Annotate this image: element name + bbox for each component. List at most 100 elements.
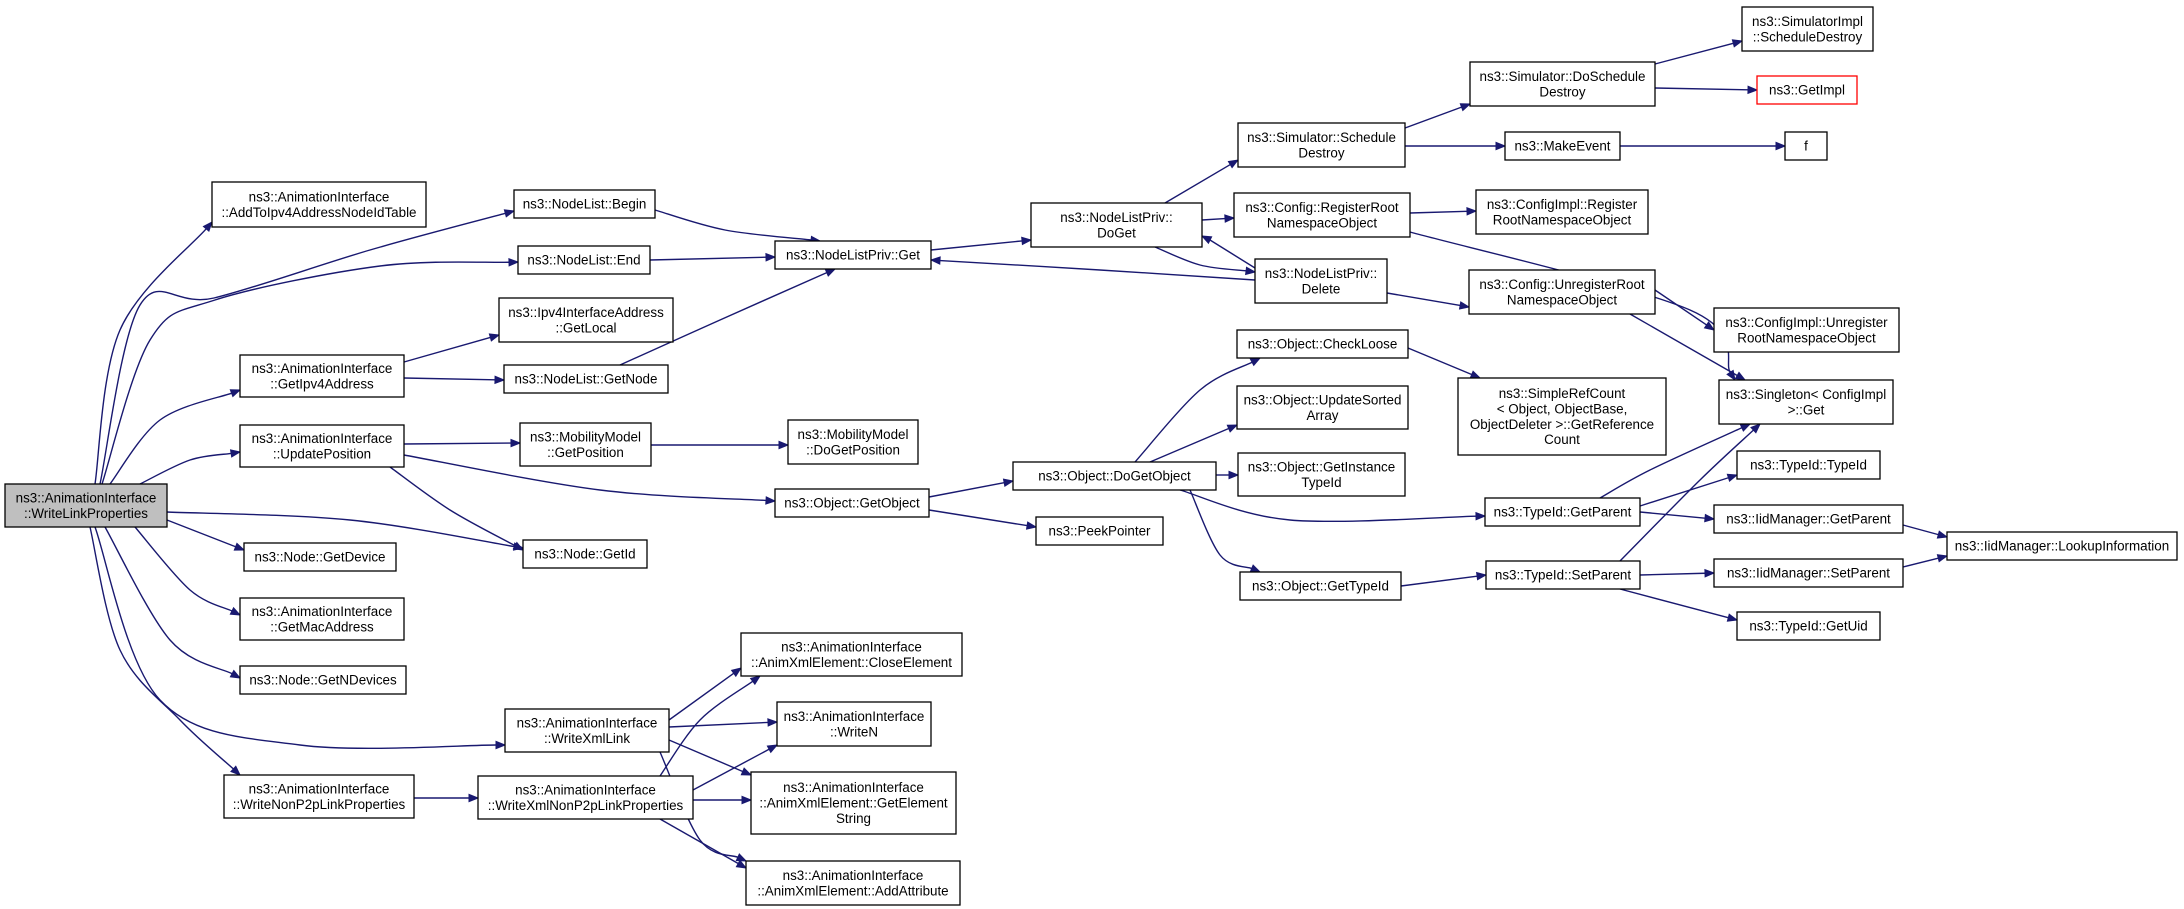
node-getMac[interactable]: ns3::AnimationInterface::GetMacAddress xyxy=(239,597,405,641)
node-box xyxy=(504,708,670,753)
node-label: ns3::NodeListPriv::Get xyxy=(786,248,920,263)
arrowhead-icon xyxy=(233,542,246,551)
node-updatePos[interactable]: ns3::AnimationInterface::UpdatePosition xyxy=(239,424,405,468)
node-iidLookup[interactable]: ns3::IidManager::LookupInformation xyxy=(1946,531,2178,561)
node-tidSetParent[interactable]: ns3::TypeId::SetParent xyxy=(1485,560,1641,590)
arrowhead-icon xyxy=(1703,321,1716,331)
node-mmDoGetPos[interactable]: ns3::MobilityModel::DoGetPosition xyxy=(787,419,919,465)
node-objGetObject[interactable]: ns3::Object::GetObject xyxy=(774,488,930,518)
node-label: ns3::IidManager::GetParent xyxy=(1726,512,1891,527)
node-box xyxy=(239,665,407,695)
edge-writeXmlLink-to-addAttr xyxy=(659,751,748,862)
node-box xyxy=(1233,192,1411,238)
node-writeXmlLink[interactable]: ns3::AnimationInterface::WriteXmlLink xyxy=(504,708,670,753)
node-box xyxy=(498,297,674,343)
node-label: ns3::ConfigImpl::Unregister xyxy=(1725,315,1888,330)
node-nlGetNode[interactable]: ns3::NodeList::GetNode xyxy=(503,364,669,394)
node-closeElem[interactable]: ns3::AnimationInterface::AnimXmlElement:… xyxy=(740,632,963,677)
node-cfgImplReg[interactable]: ns3::ConfigImpl::RegisterRootNamespaceOb… xyxy=(1475,189,1649,235)
node-label: ns3::AnimationInterface xyxy=(515,782,656,797)
node-nlEnd[interactable]: ns3::NodeList::End xyxy=(517,245,651,275)
node-mmGetPos[interactable]: ns3::MobilityModel::GetPosition xyxy=(519,422,652,467)
node-simSchedDestroy[interactable]: ns3::Simulator::ScheduleDestroy xyxy=(1237,122,1406,168)
call-nodes: ns3::AnimationInterface::WriteLinkProper… xyxy=(4,6,2178,906)
node-label: ns3::NodeList::GetNode xyxy=(515,372,658,387)
edge-root-to-getDevice xyxy=(166,519,246,551)
arrowhead-icon xyxy=(1025,521,1038,530)
node-addIpv4[interactable]: ns3::AnimationInterface::AddToIpv4Addres… xyxy=(211,181,427,228)
edge-objDoGetObject-to-objGetTypeId xyxy=(1189,489,1262,573)
node-f[interactable]: f xyxy=(1784,131,1828,161)
node-nlpDoGet[interactable]: ns3::NodeListPriv::DoGet xyxy=(1030,202,1203,248)
node-label: TypeId xyxy=(1301,475,1341,490)
node-label: Array xyxy=(1307,408,1339,423)
node-tidGetParent[interactable]: ns3::TypeId::GetParent xyxy=(1484,497,1641,527)
edge-cfgUnreg-to-cfgImplUnreg xyxy=(1654,289,1716,331)
node-label: ns3::TypeId::SetParent xyxy=(1495,568,1632,583)
node-writeN[interactable]: ns3::AnimationInterface::WriteN xyxy=(776,701,932,747)
arrowhead-icon xyxy=(503,209,516,218)
edge-root-to-nlEnd xyxy=(101,257,520,485)
node-addAttr[interactable]: ns3::AnimationInterface::AnimXmlElement:… xyxy=(745,860,961,906)
node-writeNonP2p[interactable]: ns3::AnimationInterface::WriteNonP2pLink… xyxy=(223,774,415,819)
node-simpleRef[interactable]: ns3::SimpleRefCount< Object, ObjectBase,… xyxy=(1457,377,1667,456)
node-objCheckLoose[interactable]: ns3::Object::CheckLoose xyxy=(1236,329,1409,359)
node-cfgImplUnreg[interactable]: ns3::ConfigImpl::UnregisterRootNamespace… xyxy=(1713,307,1900,353)
node-objDoGetObject[interactable]: ns3::Object::DoGetObject xyxy=(1012,461,1217,491)
node-label: RootNamespaceObject xyxy=(1493,212,1632,227)
node-getNDev[interactable]: ns3::Node::GetNDevices xyxy=(239,665,407,695)
arrowhead-icon xyxy=(740,767,753,776)
edge-iidGetParent-to-iidLookup xyxy=(1902,524,1949,539)
node-nodeGetId[interactable]: ns3::Node::GetId xyxy=(522,539,648,569)
arrowhead-icon xyxy=(1750,423,1761,434)
node-nlBegin[interactable]: ns3::NodeList::Begin xyxy=(513,189,656,219)
node-nlpDelete[interactable]: ns3::NodeListPriv::Delete xyxy=(1254,258,1388,304)
arrowhead-icon xyxy=(508,257,520,267)
edge-nlpGet-to-nlpDoGet xyxy=(930,236,1033,251)
node-tidTypeId[interactable]: ns3::TypeId::TypeId xyxy=(1736,450,1881,480)
node-label: ::WriteN xyxy=(830,724,878,739)
node-label: ::WriteXmlLink xyxy=(544,731,630,746)
node-label: ns3::NodeList::Begin xyxy=(523,197,647,212)
arrowhead-icon xyxy=(495,740,507,750)
node-simImplSched[interactable]: ns3::SimulatorImpl::ScheduleDestroy xyxy=(1741,6,1874,52)
node-singleton[interactable]: ns3::Singleton< ConfigImpl >::Get xyxy=(1718,379,1894,425)
node-iidSetParent[interactable]: ns3::IidManager::SetParent xyxy=(1713,558,1904,588)
arrowhead-icon xyxy=(230,765,241,776)
node-tidGetUid[interactable]: ns3::TypeId::GetUid xyxy=(1736,611,1881,641)
node-root[interactable]: ns3::AnimationInterface::WriteLinkProper… xyxy=(4,483,168,528)
node-peekPtr[interactable]: ns3::PeekPointer xyxy=(1035,516,1164,546)
edge-writeXmlLink-to-writeN xyxy=(668,718,779,728)
node-cfgUnreg[interactable]: ns3::Config::UnregisterRootNamespaceObje… xyxy=(1468,269,1656,315)
node-ipv4Local[interactable]: ns3::Ipv4InterfaceAddress::GetLocal xyxy=(498,297,674,343)
node-box xyxy=(517,245,651,275)
node-label: ns3::Node::GetId xyxy=(534,547,635,562)
node-iidGetParent[interactable]: ns3::IidManager::GetParent xyxy=(1713,504,1904,534)
node-label: ns3::Object::GetObject xyxy=(784,496,920,511)
edge-makeEvent-to-f xyxy=(1620,141,1787,151)
arrowhead-icon xyxy=(1775,141,1787,151)
arrowhead-icon xyxy=(1466,206,1478,216)
node-label: ns3::Singleton< ConfigImpl xyxy=(1726,387,1886,402)
node-writeXmlNonP2p[interactable]: ns3::AnimationInterface::WriteXmlNonP2pL… xyxy=(477,775,694,820)
node-label: >::Get xyxy=(1788,402,1825,417)
arrowhead-icon xyxy=(741,795,753,805)
node-makeEvent[interactable]: ns3::MakeEvent xyxy=(1504,131,1621,161)
edge-root-to-nlBegin xyxy=(99,209,516,485)
node-getImpl[interactable]: ns3::GetImpl xyxy=(1756,75,1858,105)
node-label: ::AnimXmlElement::CloseElement xyxy=(751,655,952,670)
node-objGetTypeId[interactable]: ns3::Object::GetTypeId xyxy=(1239,571,1402,601)
node-getDevice[interactable]: ns3::Node::GetDevice xyxy=(243,542,397,572)
node-nlpGet[interactable]: ns3::NodeListPriv::Get xyxy=(774,240,932,270)
arrowhead-icon xyxy=(1936,530,1949,539)
node-label: ns3::Object::GetInstance xyxy=(1248,459,1395,474)
node-label: NamespaceObject xyxy=(1267,215,1377,230)
node-getElemStr[interactable]: ns3::AnimationInterface::AnimXmlElement:… xyxy=(750,771,957,835)
node-box xyxy=(1457,377,1667,456)
node-getIpv4Addr[interactable]: ns3::AnimationInterface::GetIpv4Address xyxy=(239,354,405,398)
edge-nlpDelete-to-nlpGet xyxy=(929,256,1256,281)
